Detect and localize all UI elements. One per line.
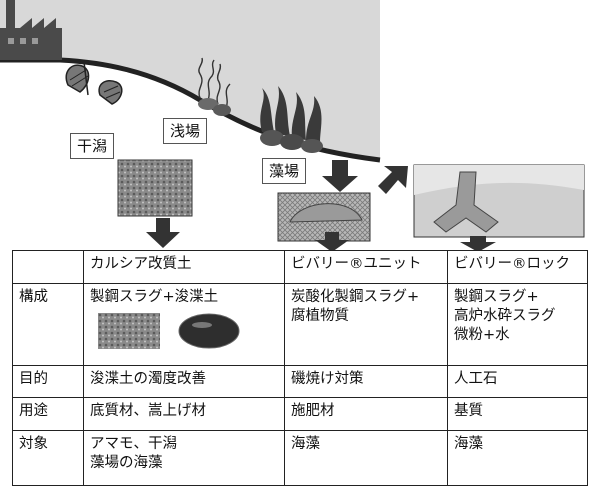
table-row: 対象 アマモ、干潟 藻場の海藻 海藻 海藻 — [12, 430, 588, 486]
down-arrow-icon — [460, 236, 496, 250]
kelp-icon — [260, 86, 322, 142]
row-header: 用途 — [12, 397, 84, 432]
table-cell: 施肥材 — [284, 397, 448, 432]
table-cell: 磯焼け対策 — [284, 364, 448, 399]
zone-label-higata: 干潟 — [70, 133, 115, 159]
shell-icon — [65, 61, 90, 96]
product-table: カルシア改質土 ビバリー®ユニット ビバリー®ロック 構成 製鋼スラグ+浚渫土 … — [12, 250, 588, 486]
zone-label-asaba: 浅場 — [163, 118, 208, 144]
table-cell: 炭酸化製鋼スラグ+ 腐植物質 — [284, 282, 448, 366]
row-header: 構成 — [12, 282, 84, 366]
slag-sample-photo — [98, 312, 160, 349]
table-cell-text: 製鋼スラグ+浚渫土 — [90, 288, 219, 305]
table-cell: 人工石 — [447, 364, 588, 399]
table-header-row: カルシア改質土 ビバリー®ユニット ビバリー®ロック — [12, 250, 588, 284]
table-row: 目的 浚渫土の濁度改善 磯焼け対策 人工石 — [12, 364, 588, 399]
table-row: 構成 製鋼スラグ+浚渫土 炭酸化製鋼スラグ+ 腐植物質 製鋼スラグ+ 高炉水砕ス… — [12, 282, 588, 366]
shell-icon — [98, 80, 123, 105]
seaweed-icon — [198, 57, 231, 109]
table-corner-cell — [12, 250, 84, 284]
down-arrow-icon — [146, 218, 180, 248]
factory-icon — [0, 0, 62, 60]
table-cell: 底質材、嵩上げ材 — [83, 397, 285, 432]
table-cell: アマモ、干潟 藻場の海藻 — [83, 430, 285, 486]
table-cell: 海藻 — [284, 430, 448, 486]
table-row: 用途 底質材、嵩上げ材 施肥材 基質 — [12, 397, 588, 432]
beverly-rock-photo — [413, 164, 585, 238]
table-cell: 製鋼スラグ+浚渫土 — [83, 282, 285, 366]
down-arrow-icon — [322, 160, 358, 192]
calcia-sample-photo — [178, 313, 240, 349]
row-header: 対象 — [12, 430, 84, 486]
table-cell: 基質 — [447, 397, 588, 432]
column-header-beverly-unit: ビバリー®ユニット — [284, 250, 448, 284]
tidal-flat-photo — [117, 159, 193, 217]
table-cell: 製鋼スラグ+ 高炉水砕スラグ 微粉+水 — [447, 282, 588, 366]
column-header-beverly-rock: ビバリー®ロック — [447, 250, 588, 284]
down-arrow-icon — [315, 232, 349, 250]
row-header: 目的 — [12, 364, 84, 399]
right-arrow-icon — [378, 166, 408, 194]
zone-label-moba: 藻場 — [262, 158, 307, 184]
coastal-scene-diagram — [0, 0, 585, 250]
rock-icon — [260, 130, 323, 153]
table-cell: 浚渫土の濁度改善 — [83, 364, 285, 399]
column-header-calcia: カルシア改質土 — [83, 250, 285, 284]
table-cell: 海藻 — [447, 430, 588, 486]
rock-icon — [198, 98, 231, 116]
